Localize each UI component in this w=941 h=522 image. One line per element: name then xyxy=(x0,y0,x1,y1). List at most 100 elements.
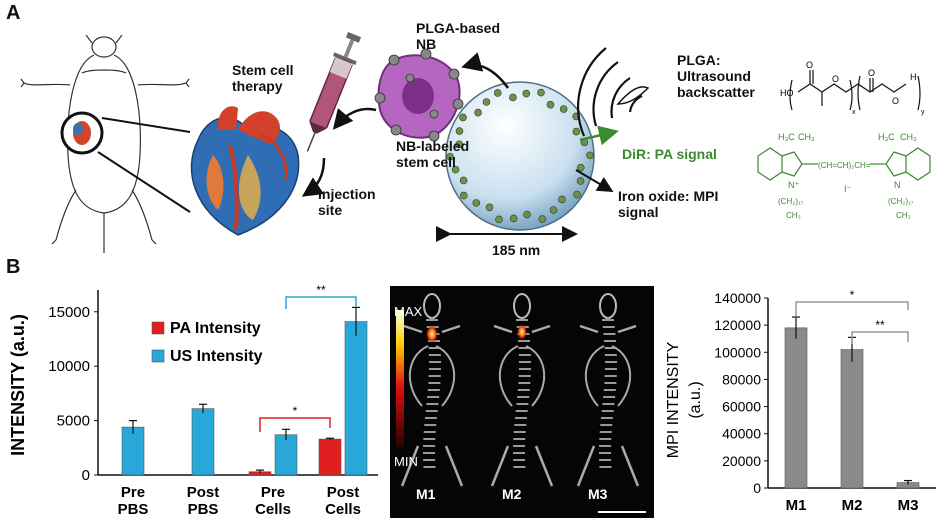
chem-nplus: N⁺ xyxy=(788,180,799,190)
skull xyxy=(423,293,441,319)
nanoparticle-dot xyxy=(509,93,517,102)
plga-chemical-structure: HO O O O O x y H xyxy=(780,60,925,116)
y-tick-label: 100000 xyxy=(714,344,761,360)
significance-bracket xyxy=(795,301,909,316)
y-tick-label: 120000 xyxy=(714,317,761,333)
chem-x: x xyxy=(852,109,856,116)
syringe-icon xyxy=(306,31,362,152)
legend-swatch xyxy=(151,349,165,363)
significance-bracket xyxy=(285,296,357,309)
mpi-image-panel: MAX MIN M1 M2 M3 xyxy=(390,286,654,518)
significance-label: * xyxy=(293,404,298,418)
bar xyxy=(344,321,368,476)
nanoparticle-dot xyxy=(459,191,468,200)
y-tick-label: 10000 xyxy=(48,358,90,375)
nanoparticle-dot xyxy=(455,127,464,135)
hotspot-m1 xyxy=(426,325,438,343)
label-max: MAX xyxy=(394,304,423,319)
x-tick-label: Pre xyxy=(261,484,285,501)
bar xyxy=(121,426,145,476)
legend-swatch xyxy=(151,321,165,335)
nanoparticle-dot xyxy=(580,138,589,147)
significance-bracket xyxy=(259,417,331,432)
label-m1: M1 xyxy=(416,486,436,502)
colorbar xyxy=(396,310,404,450)
nanoparticle-dot xyxy=(573,190,581,199)
chem-n: N xyxy=(894,180,901,190)
nanoparticle-dot xyxy=(576,177,585,185)
y-tick-label: 140000 xyxy=(714,290,761,306)
nanoparticle-dot xyxy=(586,151,594,160)
x-tick-label: PBS xyxy=(188,501,219,518)
nanoparticle-dot xyxy=(538,215,547,223)
chem-h3c: H₃C xyxy=(778,132,795,142)
nanoparticle-dot xyxy=(451,165,460,174)
x-tick-label: Cells xyxy=(255,501,291,518)
nanoparticle-dot xyxy=(509,214,518,223)
y-tick-label: 20000 xyxy=(722,453,761,469)
bar xyxy=(318,438,342,476)
bar xyxy=(274,434,298,476)
chem-sub-right: (CH₂)₁₇ xyxy=(888,197,914,206)
nanoparticle-dots xyxy=(446,88,594,224)
panel-label-a: A xyxy=(6,2,21,24)
nanoparticle-dot xyxy=(537,88,545,97)
chart-2-plot: 0 20000 40000 60000 80000 100000 120000 140000M… xyxy=(665,288,936,514)
limbs xyxy=(576,324,640,487)
chem-y: y xyxy=(921,109,925,116)
significance-bracket xyxy=(851,331,909,344)
nanoparticle-dot xyxy=(572,127,581,136)
nanoparticle-dot xyxy=(549,206,558,214)
svg-text:O: O xyxy=(806,60,813,70)
chart-mpi-intensity: 0 20000 40000 60000 80000 100000 120000 140000M… xyxy=(665,288,936,514)
ribcage xyxy=(585,345,631,407)
nanoparticle-dot xyxy=(572,112,581,121)
legend-label: PA Intensity xyxy=(170,320,261,337)
y-tick-label: 40000 xyxy=(722,426,761,442)
nanoparticle-dot xyxy=(559,105,568,113)
skull xyxy=(599,293,617,319)
limbs xyxy=(400,324,464,487)
skeleton-group xyxy=(400,293,640,487)
nb-labeled-stem-cell-icon xyxy=(374,48,464,142)
skull xyxy=(513,293,531,319)
nanoparticle-dot xyxy=(482,98,491,106)
y-tick-label: 0 xyxy=(753,480,761,496)
y-tick-label: 60000 xyxy=(722,399,761,415)
chem-ch3b-right: CH₃ xyxy=(896,211,911,220)
nanoparticle-dot xyxy=(446,152,454,161)
x-tick-label: Pre xyxy=(121,484,145,501)
nanoparticle-dot xyxy=(546,100,555,109)
nanoparticle-dot xyxy=(455,140,464,149)
x-tick-label: Cells xyxy=(325,501,361,518)
nanoparticle-dot xyxy=(522,89,531,98)
bar xyxy=(191,408,215,476)
legend-label: US Intensity xyxy=(170,348,263,365)
chem-h3c-right: H₃C xyxy=(878,132,895,142)
label-size-185nm: 185 nm xyxy=(492,242,541,258)
nanoparticle-dot xyxy=(459,176,468,185)
significance-label: ** xyxy=(875,318,885,332)
x-tick-label: Post xyxy=(327,484,360,501)
dir-chemical-structure: H₃C CH₃ H₃C CH₃ (CH=CH)₂CH= N⁺ N (CH₂)₁₇… xyxy=(757,132,931,220)
y-tick-label: 5000 xyxy=(57,413,90,430)
zoom-lines xyxy=(97,117,191,213)
y-tick-label: 80000 xyxy=(722,371,761,387)
nanoparticle-dot xyxy=(523,210,531,219)
svg-text:O: O xyxy=(832,74,839,84)
significance-label: ** xyxy=(316,283,326,297)
significance-label: * xyxy=(850,288,855,302)
mouse-skeleton xyxy=(576,293,640,487)
svg-text:O: O xyxy=(868,68,875,78)
mpi-skeleton-image xyxy=(396,293,646,513)
label-min: MIN xyxy=(394,454,418,469)
nanobubble-sphere-icon xyxy=(445,81,595,231)
y-axis-label: MPI INTENSITY xyxy=(665,341,682,458)
nanoparticle-dot xyxy=(495,215,503,224)
